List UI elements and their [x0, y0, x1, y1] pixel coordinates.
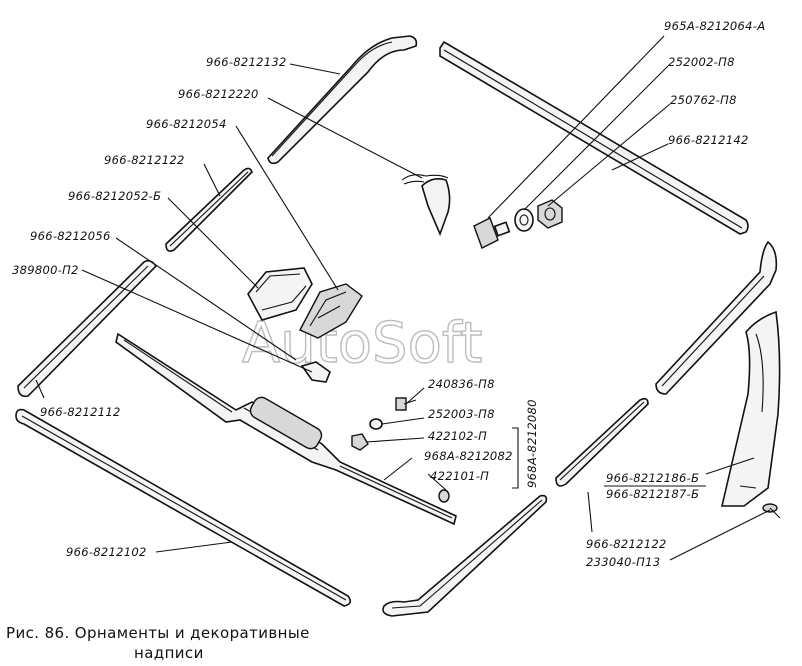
figure-caption-line1: Рис. 86. Орнаменты и декоративные	[6, 624, 310, 642]
label-252002-p8: 252002-П8	[668, 55, 735, 69]
part-422102-p-nut	[351, 433, 369, 451]
label-233040-p13: 233040-П13	[586, 555, 660, 569]
part-right-j-molding	[655, 240, 778, 395]
part-966-8212220-emblem	[401, 174, 451, 237]
part-966-8212102-molding	[15, 408, 352, 607]
label-965a-8212064-a: 965А-8212064-А	[664, 19, 765, 33]
part-252002-p8-washer	[514, 208, 534, 232]
part-966-8212054-housing	[299, 283, 363, 339]
part-966-8212132-molding	[267, 35, 418, 165]
label-966-8212102: 966-8212102	[66, 545, 147, 559]
part-966-8212142-molding	[439, 40, 749, 235]
label-252003-p8: 252003-П8	[428, 407, 495, 421]
label-389800-p2: 389800-П2	[12, 263, 79, 277]
part-250762-p8-nut	[537, 199, 563, 229]
label-966-8212142: 966-8212142	[668, 133, 749, 147]
part-966-8212122-bottom-molding	[555, 397, 649, 487]
part-422101-p-nut	[438, 489, 450, 503]
label-966-8212220: 966-8212220	[178, 87, 259, 101]
label-966-8212132: 966-8212132	[206, 55, 287, 69]
part-lower-corner-molding	[382, 494, 548, 617]
part-968a-8212082-grille-bar	[115, 332, 457, 526]
label-966-8212187-b: 966-8212187-Б	[606, 487, 699, 501]
part-966-8212112-molding	[17, 259, 158, 398]
label-422102-p: 422102-П	[428, 429, 487, 443]
watermark-text: AutoSoft	[242, 311, 483, 376]
part-966-8212122-top-molding	[165, 167, 253, 252]
leader-lines	[35, 35, 771, 561]
part-252003-p8-washer	[369, 418, 383, 430]
label-966-8212052-b: 966-8212052-Б	[68, 189, 161, 203]
part-233040-p13-screw	[762, 503, 781, 519]
label-966-8212056: 966-8212056	[30, 229, 111, 243]
label-966-8212186-b: 966-8212186-Б	[606, 471, 699, 485]
label-966-8212122-top: 966-8212122	[104, 153, 185, 167]
label-422101-p: 422101-П	[430, 469, 489, 483]
label-966-8212054: 966-8212054	[146, 117, 227, 131]
label-250762-p8: 250762-П8	[670, 93, 737, 107]
label-966-8212112: 966-8212112	[40, 405, 121, 419]
part-389800-p2-clip	[300, 361, 331, 383]
label-966-8212122-bottom: 966-8212122	[586, 537, 667, 551]
label-240836-p8: 240836-П8	[428, 377, 495, 391]
part-966-8212186-b-panel	[720, 310, 781, 507]
figure-caption-line2: надписи	[134, 644, 204, 662]
label-968a-8212082: 968А-8212082	[424, 449, 513, 463]
label-968a-8212080: 968А-8212080	[525, 399, 539, 488]
part-965a-8212064-a-plate	[473, 217, 511, 249]
part-966-8212052-b-bracket	[247, 267, 313, 321]
